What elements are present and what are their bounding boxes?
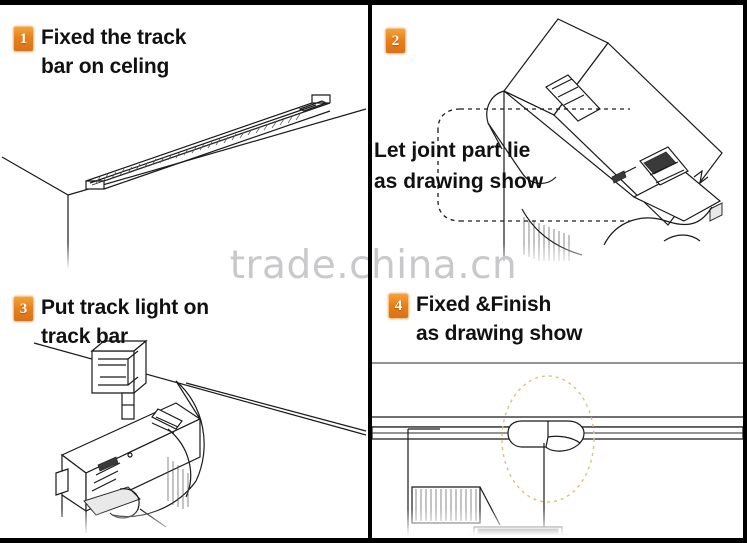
illustration-joint-part — [437, 18, 723, 261]
panel-divider-vertical — [368, 5, 372, 538]
step-panel-1 — [0, 5, 368, 277]
illustration-ceiling-track-bar — [1, 94, 367, 277]
frame-edge-right — [743, 5, 747, 538]
step-panel-3 — [0, 277, 368, 538]
illustration-finished-installation — [372, 362, 743, 538]
step-panel-2 — [372, 5, 743, 277]
illustration-mounting-track-light — [33, 339, 367, 533]
step-panel-4 — [372, 277, 743, 538]
